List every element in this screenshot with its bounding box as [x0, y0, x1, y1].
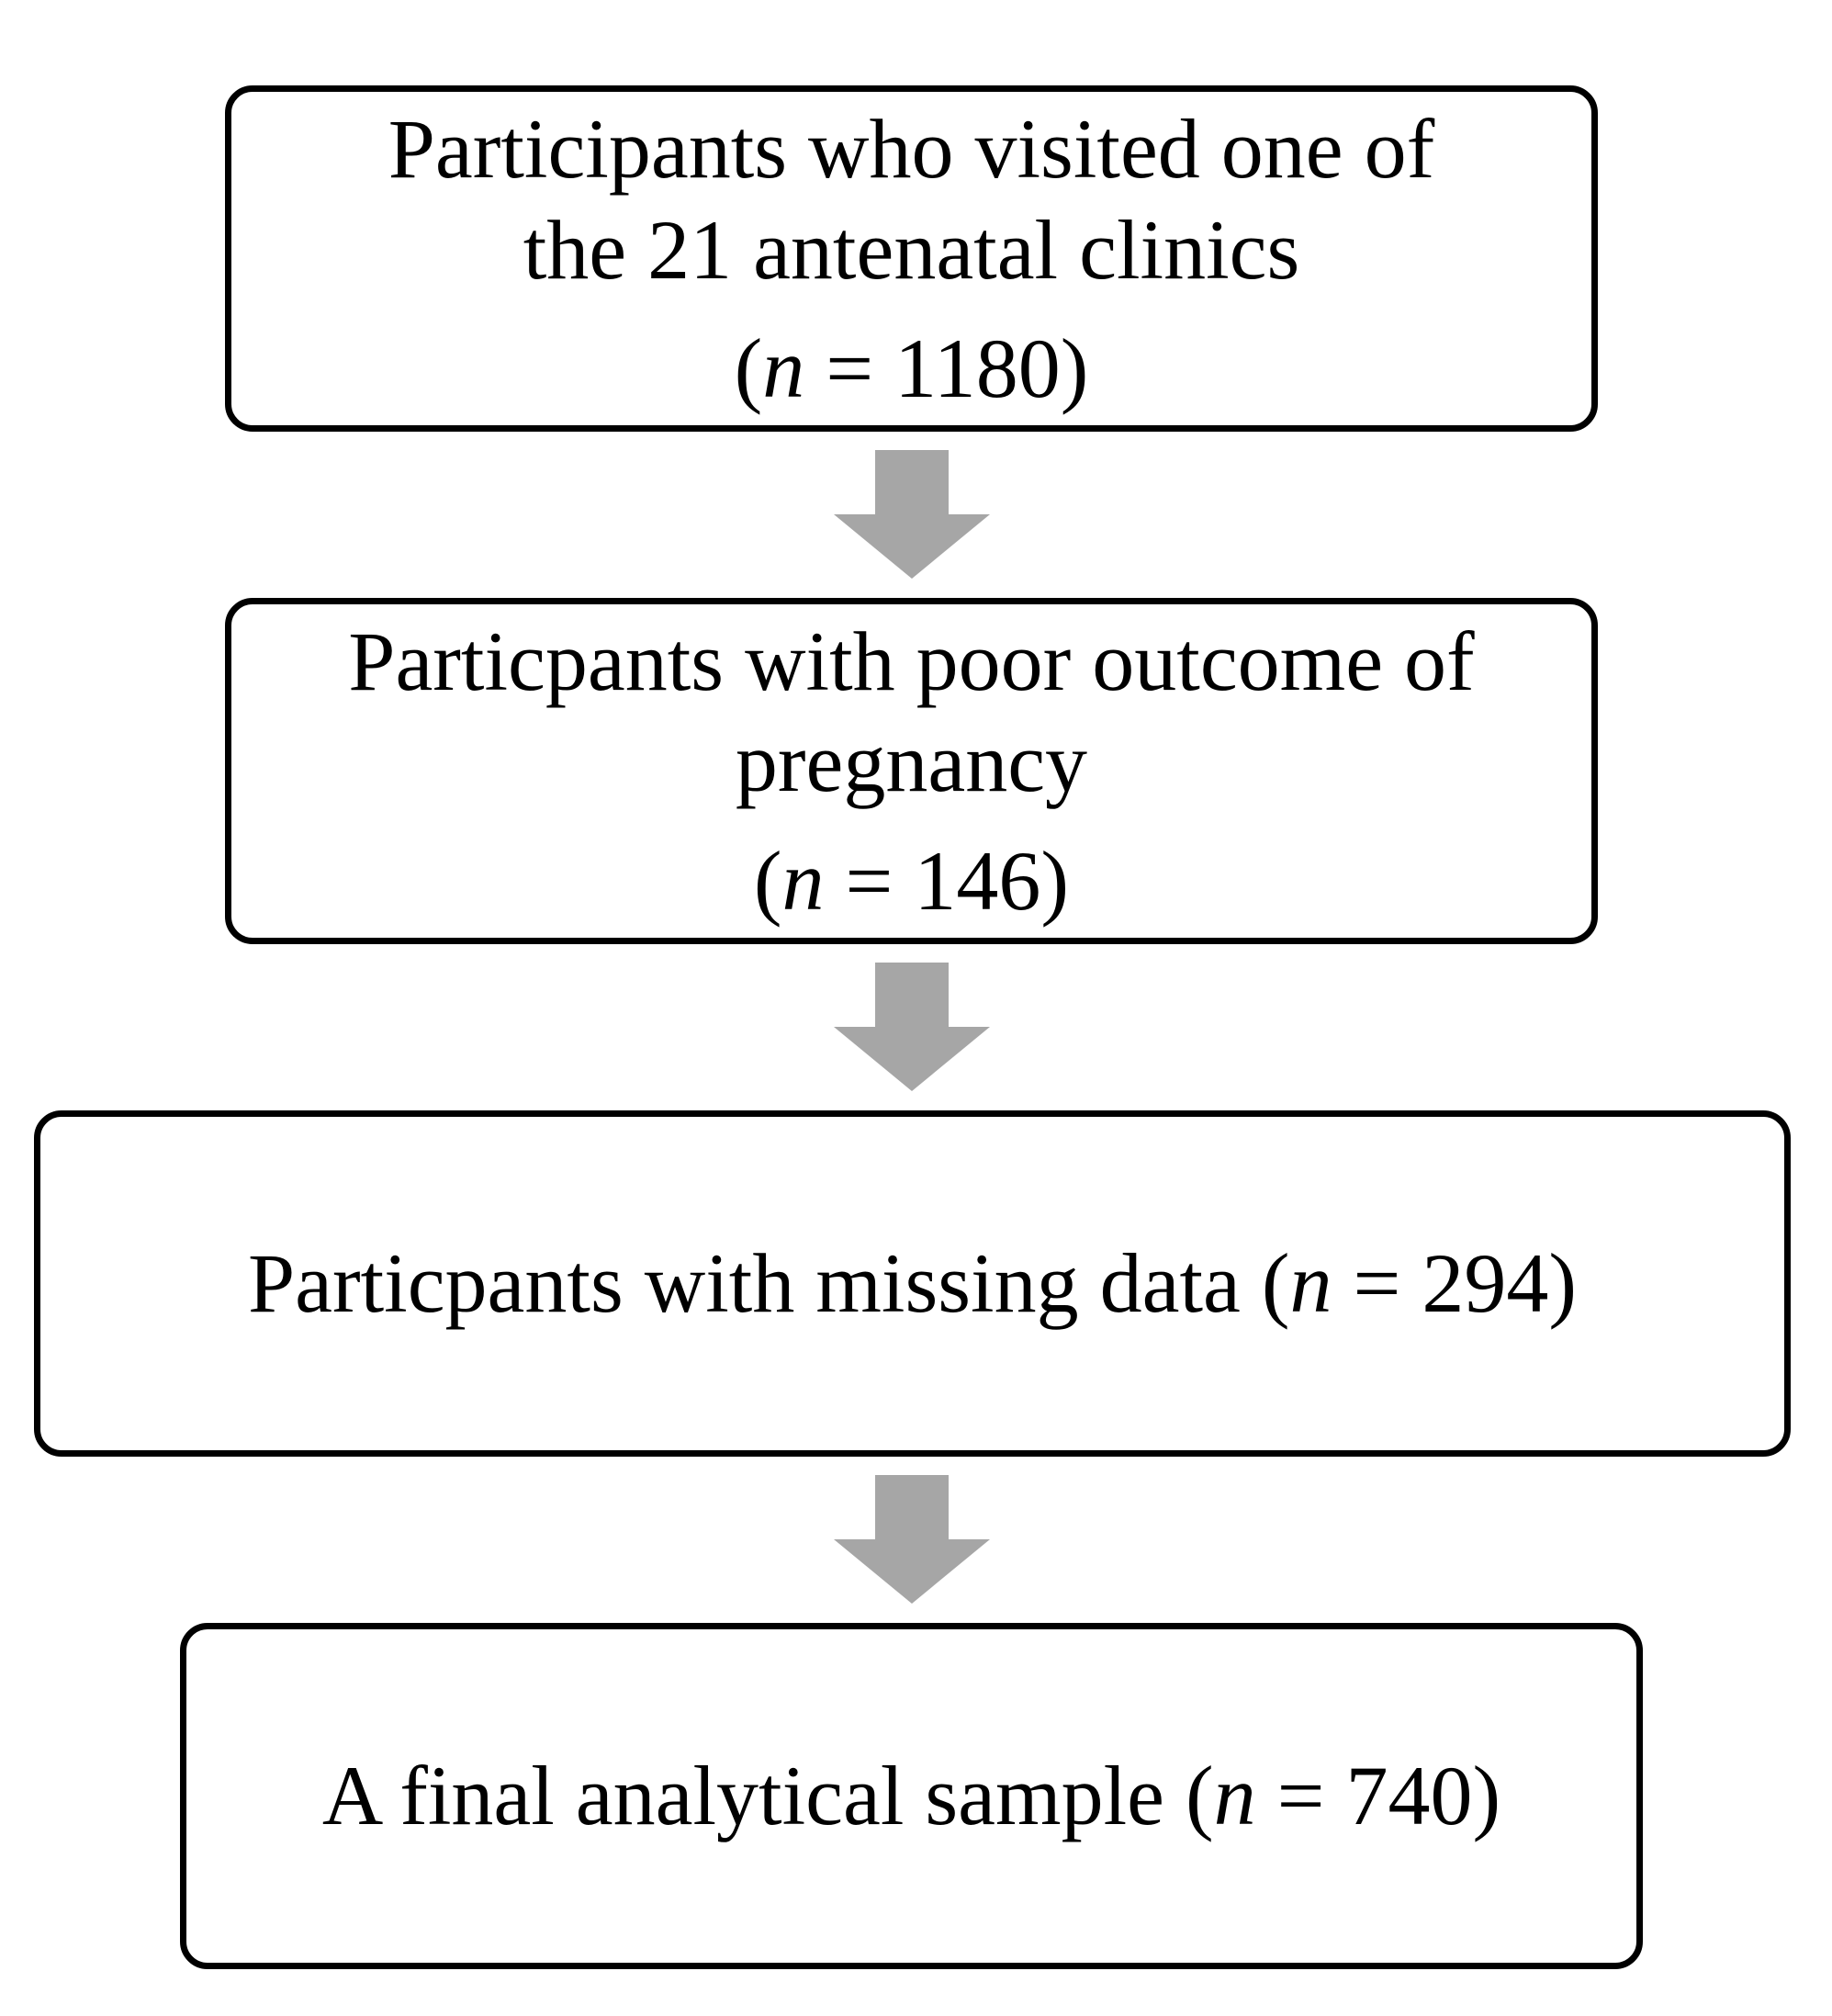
- box-text-line: pregnancy: [735, 715, 1088, 810]
- box-text-line: Particpants with missing data (n = 294): [247, 1236, 1578, 1331]
- box-text-line: A final analytical sample (n = 740): [321, 1749, 1501, 1843]
- flow-box-missing-data: Particpants with missing data (n = 294): [34, 1110, 1791, 1457]
- flow-box-clinic-visitors: Participants who visited one of the 21 a…: [225, 85, 1598, 432]
- down-arrow-icon: [834, 1475, 990, 1604]
- down-arrow-icon: [834, 963, 990, 1091]
- box-count: (n = 146): [753, 833, 1070, 928]
- box-text-line: Particpants with poor outcome of: [348, 614, 1475, 708]
- flow-box-final-sample: A final analytical sample (n = 740): [180, 1623, 1643, 1969]
- box-count: (n = 1180): [734, 321, 1089, 415]
- flow-box-poor-outcome: Particpants with poor outcome of pregnan…: [225, 598, 1598, 944]
- box-text-line: Participants who visited one of: [388, 101, 1435, 196]
- down-arrow-icon: [834, 450, 990, 579]
- box-text-line: the 21 antenatal clinics: [523, 203, 1300, 298]
